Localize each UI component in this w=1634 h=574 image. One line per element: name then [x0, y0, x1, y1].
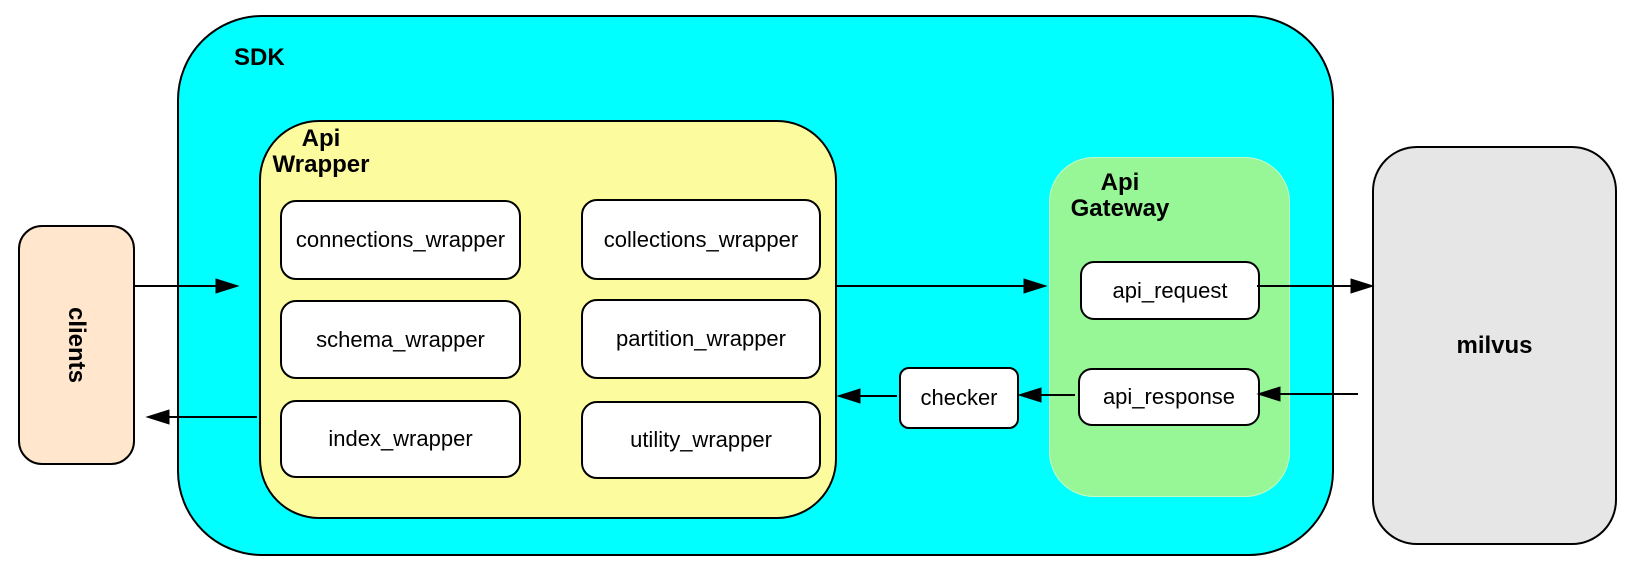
- node-collections-wrapper-label: collections_wrapper: [603, 226, 799, 252]
- node-api-request-label: api_request: [1112, 277, 1228, 303]
- node-index-wrapper-label: index_wrapper: [328, 426, 473, 451]
- node-checker-label: checker: [920, 385, 998, 410]
- sdk-label: SDK: [234, 44, 285, 71]
- node-index-wrapper: index_wrapper: [280, 400, 521, 478]
- node-checker: checker: [899, 367, 1019, 429]
- node-clients-label: clients: [63, 306, 91, 384]
- node-milvus: milvus: [1372, 146, 1617, 545]
- node-api-response-label: api_response: [1102, 384, 1236, 409]
- api-gateway-container: Api Gateway api_request api_response: [1049, 157, 1290, 497]
- node-api-request: api_request: [1080, 261, 1260, 320]
- node-partition-wrapper: partition_wrapper: [581, 299, 821, 379]
- node-schema-wrapper: schema_wrapper: [280, 300, 521, 379]
- node-utility-wrapper-label: utility_wrapper: [630, 427, 772, 452]
- node-milvus-label: milvus: [1456, 331, 1533, 359]
- node-clients: clients: [18, 225, 135, 465]
- node-collections-wrapper: collections_wrapper: [581, 199, 821, 280]
- node-connections-wrapper: connections_wrapper: [280, 200, 521, 280]
- api-wrapper-label: Api Wrapper: [272, 125, 370, 178]
- node-partition-wrapper-label: partition_wrapper: [616, 326, 786, 351]
- node-api-response: api_response: [1078, 368, 1260, 426]
- api-gateway-label: Api Gateway: [1070, 169, 1170, 222]
- node-schema-wrapper-label: schema_wrapper: [316, 326, 485, 352]
- api-wrapper-container: Api Wrapper connections_wrapper collecti…: [259, 120, 837, 519]
- node-connections-wrapper-label: connections_wrapper: [295, 227, 506, 252]
- node-utility-wrapper: utility_wrapper: [581, 401, 821, 479]
- sdk-container: SDK Api Wrapper connections_wrapper coll…: [177, 15, 1334, 556]
